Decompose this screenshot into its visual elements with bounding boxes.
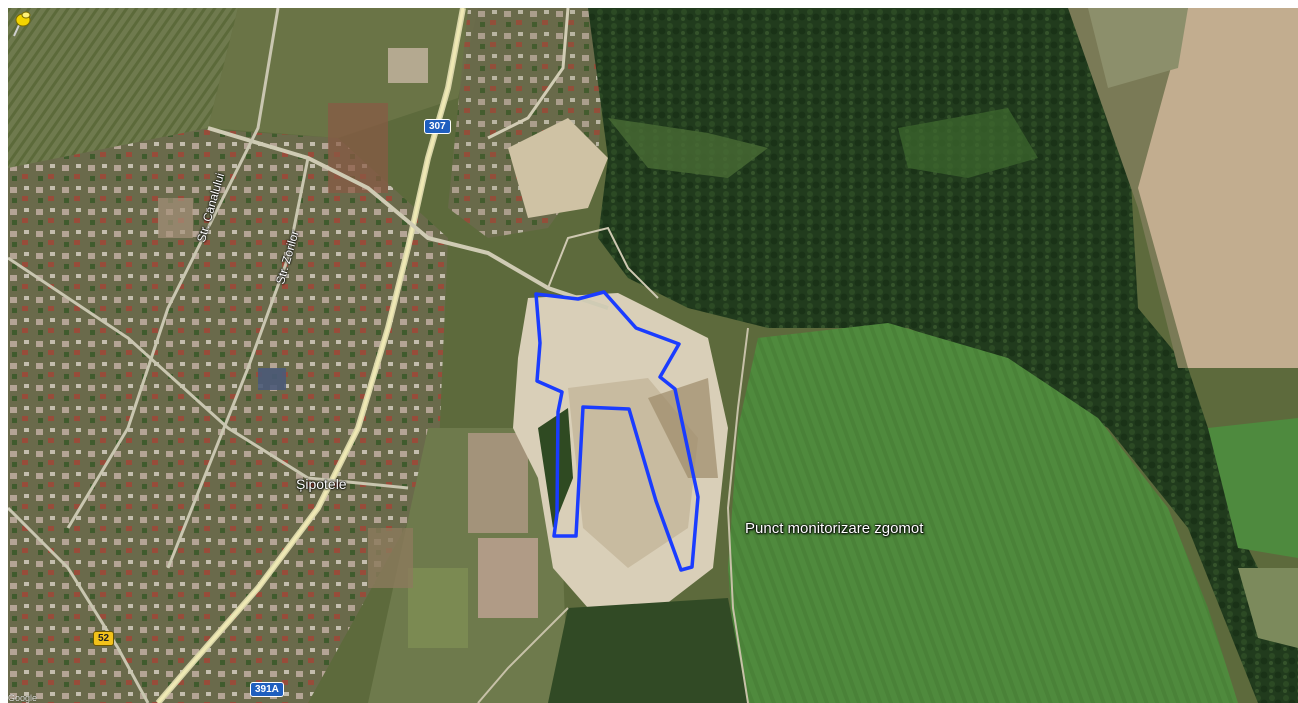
- road-shield-391a: 391A: [250, 682, 284, 697]
- village-label: Șipotele: [296, 476, 347, 492]
- satellite-map[interactable]: Str. Canalului Str. Zorilor Șipotele 307…: [8, 8, 1298, 703]
- satellite-imagery: [8, 8, 1298, 703]
- road-shield-52: 52: [93, 631, 115, 646]
- attribution: Google: [8, 693, 38, 703]
- quarry-boundary[interactable]: [534, 290, 700, 572]
- road-shield-307: 307: [424, 119, 451, 134]
- pushpin-icon[interactable]: [8, 8, 32, 38]
- marker-label[interactable]: Punct monitorizare zgomot: [745, 520, 924, 537]
